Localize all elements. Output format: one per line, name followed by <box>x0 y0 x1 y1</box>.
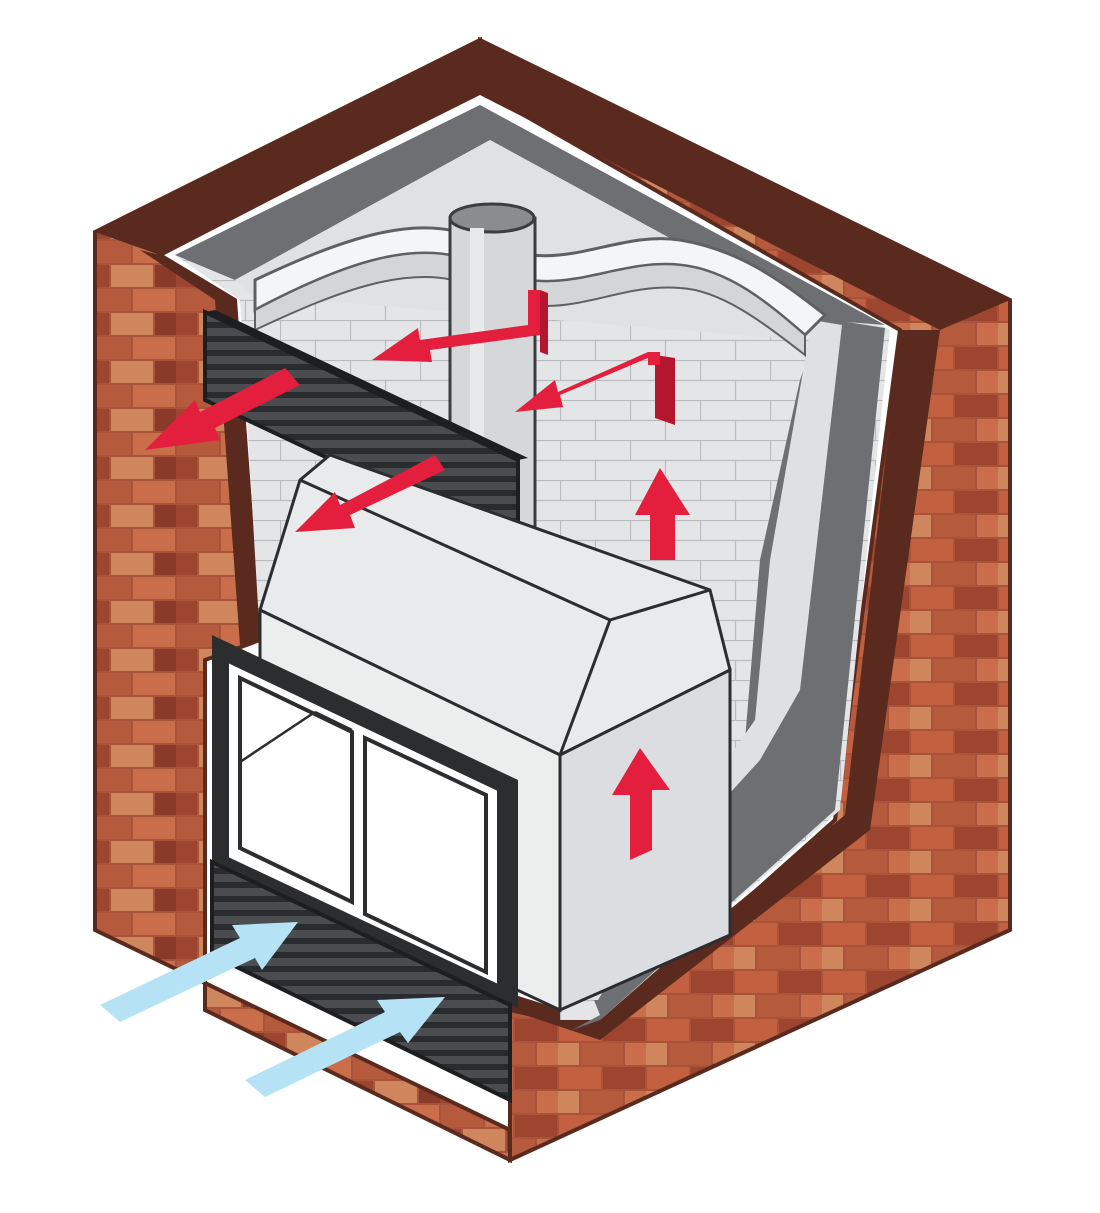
cool-air-arrow-lower <box>245 997 445 1097</box>
warm-air-arrow-hook <box>515 352 675 425</box>
warm-air-arrow-left-lower <box>295 455 445 532</box>
cool-air-arrows <box>100 922 445 1097</box>
warm-air-arrows <box>145 290 690 860</box>
warm-air-arrow-up-upper <box>635 468 690 560</box>
warm-air-arrow-left-upper <box>145 368 300 450</box>
glass-door <box>212 635 518 1008</box>
warm-air-arrow-top-left <box>372 290 548 362</box>
cool-air-arrow-upper <box>100 922 298 1022</box>
inlet-grille-lower <box>210 858 512 1104</box>
warm-air-arrow-up-lower <box>612 748 670 860</box>
